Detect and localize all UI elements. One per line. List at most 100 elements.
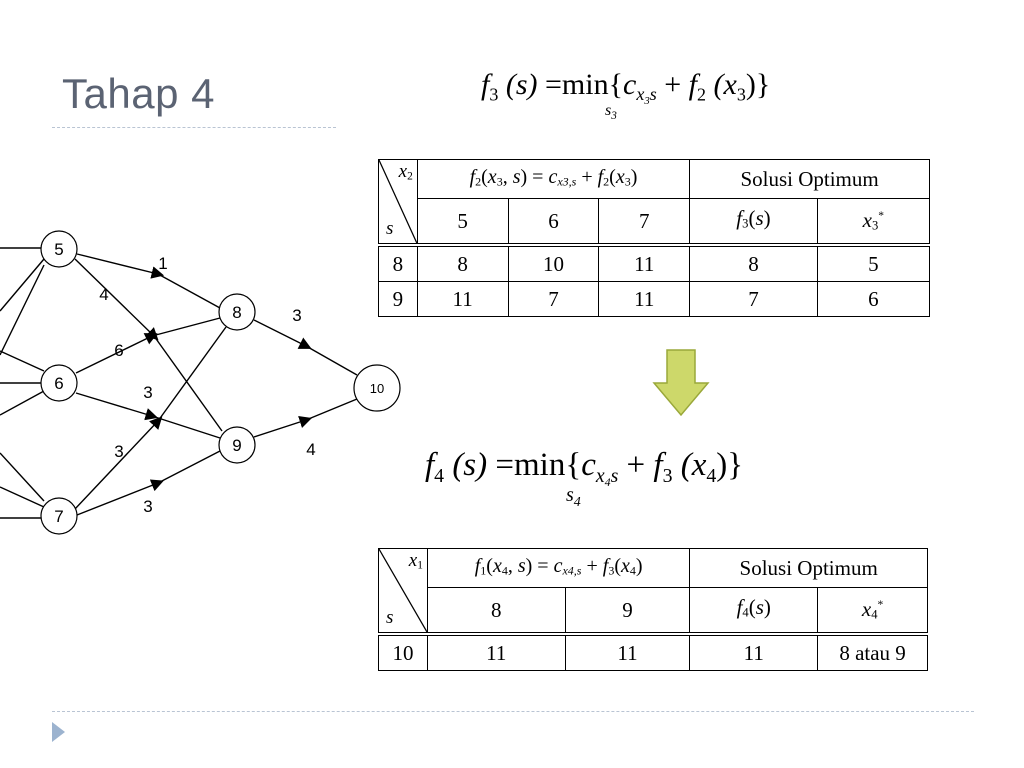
node-label-7: 7 — [54, 507, 63, 526]
table-row: 10 11 11 11 8 atau 9 — [378, 631, 928, 671]
graph-node-5 — [40, 230, 78, 268]
row-state: 10 — [378, 631, 428, 671]
edge-label-5-8: 1 — [158, 254, 167, 273]
graph-node-9 — [218, 426, 256, 464]
table-cell: 7 — [507, 280, 600, 317]
edge-label-7-9: 3 — [143, 497, 152, 516]
formula-brace: { — [608, 68, 623, 101]
column-header-fs: f3(s) — [689, 198, 818, 246]
network-graph: 5 6 7 8 9 10 1 4 6 3 3 3 3 4 — [0, 230, 401, 535]
table-cell: 11 — [416, 280, 509, 317]
function-header: f2(x3, s) = cx3,s + f2(x3) — [416, 158, 691, 200]
title-divider — [52, 127, 336, 128]
arrow-down-icon — [652, 349, 710, 417]
edge-in — [0, 350, 45, 372]
node-label-10: 10 — [370, 381, 384, 396]
table-cell: 11 — [426, 631, 566, 671]
node-label-8: 8 — [232, 303, 241, 322]
edge-6-8 — [75, 333, 158, 374]
column-header-xstar: x4* — [817, 587, 928, 635]
edge-7-8 — [74, 416, 163, 510]
table-corner-cell: x1 s — [378, 547, 428, 635]
graph-node-10 — [353, 364, 401, 412]
formula-min-subscript: s4 — [566, 484, 581, 510]
table-cell: 8 atau 9 — [817, 631, 928, 671]
edge-9-10 — [305, 398, 358, 421]
formula-min: min — [514, 447, 566, 483]
row-state: 8 — [378, 242, 418, 282]
edge-6-9 — [75, 392, 159, 421]
table-cell: 11 — [564, 631, 691, 671]
table-cell: 11 — [689, 631, 819, 671]
table-row: 8 8 10 11 8 5 — [378, 242, 931, 282]
column-header-fs: f4(s) — [689, 587, 819, 635]
edge-7-9 — [76, 479, 164, 516]
table-stage3: x2 s f2(x3, s) = cx3,s + f2(x3) Solusi O… — [378, 158, 931, 317]
edge-5-9 — [74, 258, 159, 341]
table-corner-cell: x2 s — [378, 158, 418, 246]
function-header: f1(x4, s) = cx4,s + f3(x4) — [426, 547, 691, 589]
edge-5-8 — [76, 253, 165, 279]
formula-fn-sub: 3 — [489, 84, 499, 105]
column-header: 9 — [564, 587, 691, 635]
column-header: 6 — [507, 198, 600, 246]
column-header: 5 — [416, 198, 509, 246]
slide-title: Tahap 4 — [62, 70, 215, 117]
edge-in — [0, 264, 45, 356]
edge-9-10 — [253, 415, 312, 438]
table-cell: 6 — [816, 280, 931, 317]
edge-6-8 — [151, 317, 221, 337]
edge-label-9-10: 4 — [306, 440, 315, 459]
formula-fn: f — [481, 68, 490, 101]
edge-6-9 — [151, 415, 221, 439]
table-cell: 10 — [507, 242, 600, 282]
formula-plus: + — [664, 68, 682, 101]
graph-edges — [0, 247, 358, 519]
edge-in — [0, 258, 45, 312]
edge-in — [0, 390, 45, 416]
node-label-9: 9 — [232, 436, 241, 455]
table-row: 9 11 7 11 7 6 — [378, 280, 931, 317]
column-header: 8 — [426, 587, 566, 635]
node-label-6: 6 — [54, 374, 63, 393]
formula-eq: = — [545, 68, 562, 101]
play-triangle-icon — [52, 722, 65, 742]
table-stage4: x1 s f1(x4, s) = cx4,s + f3(x4) Solusi O… — [378, 547, 928, 671]
edge-label-5-9: 4 — [99, 285, 108, 304]
edge-label-6-9: 3 — [143, 383, 152, 402]
edge-label-8-10: 3 — [292, 306, 301, 325]
table-cell: 8 — [416, 242, 509, 282]
formula-stage4: f4 (s) =min{cx4s + f3 (x4)} s4 — [425, 447, 744, 510]
table-cell: 7 — [689, 280, 818, 317]
edge-8-10 — [305, 345, 358, 376]
graph-node-7 — [40, 497, 78, 535]
table-cell: 11 — [598, 242, 691, 282]
formula-min-subscript: s3 — [605, 102, 617, 122]
optimum-header: Solusi Optimum — [689, 158, 930, 200]
graph-node-8 — [218, 293, 256, 331]
edge-label-7-8: 3 — [114, 442, 123, 461]
edge-label-6-8: 6 — [114, 341, 123, 360]
optimum-header: Solusi Optimum — [689, 547, 928, 589]
formula-c: c — [623, 68, 637, 101]
column-header: 7 — [598, 198, 691, 246]
edge-7-8 — [157, 326, 227, 422]
formula-fn: f — [425, 447, 435, 483]
graph-node-6 — [40, 364, 78, 402]
edge-5-8 — [157, 273, 221, 309]
formula-arg: (s) — [505, 68, 538, 101]
formula-rhs-fn: f — [688, 68, 698, 101]
footer-divider — [52, 711, 974, 712]
table-cell: 5 — [816, 242, 931, 282]
edge-5-9 — [153, 335, 223, 432]
node-label-5: 5 — [54, 240, 63, 259]
edge-in — [0, 486, 45, 508]
formula-min: min — [561, 68, 609, 101]
table-cell: 11 — [598, 280, 691, 317]
formula-stage3: f3 (s) =min{cx3s + f2 (x3)} s3 — [481, 68, 771, 122]
row-state: 9 — [378, 280, 418, 317]
edge-in — [0, 452, 45, 502]
edge-7-9 — [157, 450, 221, 484]
column-header-xstar: x3* — [816, 198, 931, 246]
table-cell: 8 — [689, 242, 818, 282]
